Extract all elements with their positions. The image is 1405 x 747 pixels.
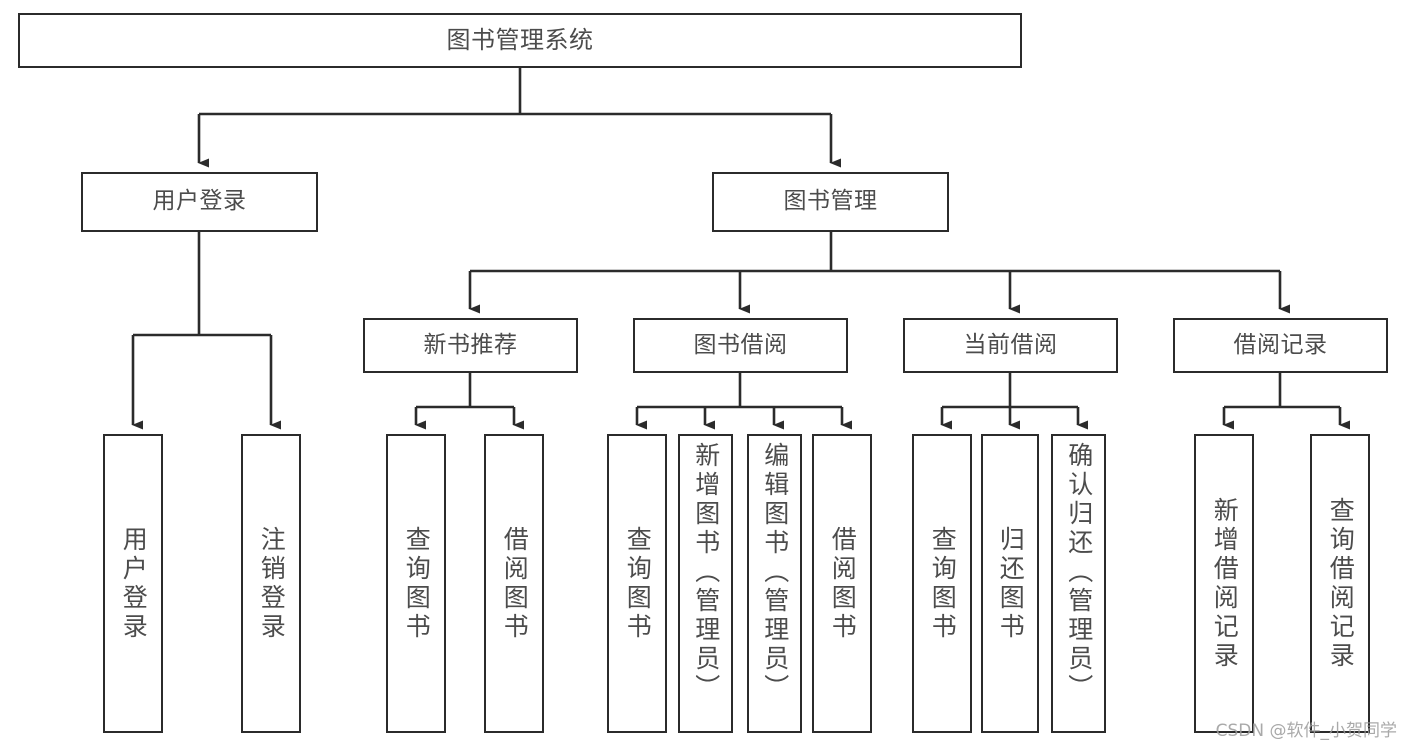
node-borrow-record-label: 借阅记录 [1233, 331, 1328, 358]
node-leaf-return-book[interactable]: 归还图书 [981, 434, 1039, 733]
node-leaf-add-borrow-record[interactable]: 新增借阅记录 [1194, 434, 1254, 733]
node-leaf-confirm-return-label: 确认归还（管理员） [1064, 442, 1094, 703]
node-leaf-logout-login[interactable]: 注销登录 [241, 434, 301, 733]
node-leaf-query-borrow-record-label: 查询借阅记录 [1326, 496, 1356, 671]
node-leaf-borrow-book-2[interactable]: 借阅图书 [812, 434, 872, 733]
node-leaf-logout-login-label: 注销登录 [257, 525, 287, 642]
node-leaf-add-book-label: 新增图书（管理员） [691, 442, 721, 703]
node-book-borrow-label: 图书借阅 [693, 331, 788, 358]
node-user-login-label: 用户登录 [152, 188, 247, 215]
node-leaf-borrow-book-2-label: 借阅图书 [828, 525, 858, 642]
node-leaf-user-login-label: 用户登录 [119, 525, 149, 642]
node-leaf-query-book-3[interactable]: 查询图书 [912, 434, 972, 733]
node-leaf-query-book-2[interactable]: 查询图书 [607, 434, 667, 733]
node-leaf-query-borrow-record[interactable]: 查询借阅记录 [1310, 434, 1370, 733]
node-leaf-return-book-label: 归还图书 [996, 525, 1026, 642]
node-current-borrow-label: 当前借阅 [963, 331, 1058, 358]
node-leaf-edit-book-label: 编辑图书（管理员） [760, 442, 790, 703]
node-leaf-borrow-book-1-label: 借阅图书 [500, 525, 530, 642]
node-leaf-confirm-return[interactable]: 确认归还（管理员） [1051, 434, 1106, 733]
node-book-management-label: 图书管理 [783, 188, 878, 215]
node-book-management[interactable]: 图书管理 [712, 172, 949, 232]
node-user-login[interactable]: 用户登录 [81, 172, 318, 232]
node-leaf-add-book[interactable]: 新增图书（管理员） [678, 434, 733, 733]
node-new-book-recommend-label: 新书推荐 [423, 331, 518, 358]
node-book-borrow[interactable]: 图书借阅 [633, 318, 848, 373]
node-leaf-edit-book[interactable]: 编辑图书（管理员） [747, 434, 802, 733]
csdn-watermark: CSDN @软件_小贺同学 [1215, 721, 1397, 741]
node-current-borrow[interactable]: 当前借阅 [903, 318, 1118, 373]
node-root-label: 图书管理系统 [446, 26, 594, 55]
node-leaf-query-book-3-label: 查询图书 [928, 525, 958, 642]
node-leaf-query-book-1[interactable]: 查询图书 [386, 434, 446, 733]
node-leaf-user-login[interactable]: 用户登录 [103, 434, 163, 733]
node-borrow-record[interactable]: 借阅记录 [1173, 318, 1388, 373]
node-leaf-add-borrow-record-label: 新增借阅记录 [1210, 496, 1240, 671]
node-leaf-query-book-1-label: 查询图书 [402, 525, 432, 642]
node-leaf-query-book-2-label: 查询图书 [623, 525, 653, 642]
node-root[interactable]: 图书管理系统 [18, 13, 1022, 68]
node-new-book-recommend[interactable]: 新书推荐 [363, 318, 578, 373]
node-leaf-borrow-book-1[interactable]: 借阅图书 [484, 434, 544, 733]
